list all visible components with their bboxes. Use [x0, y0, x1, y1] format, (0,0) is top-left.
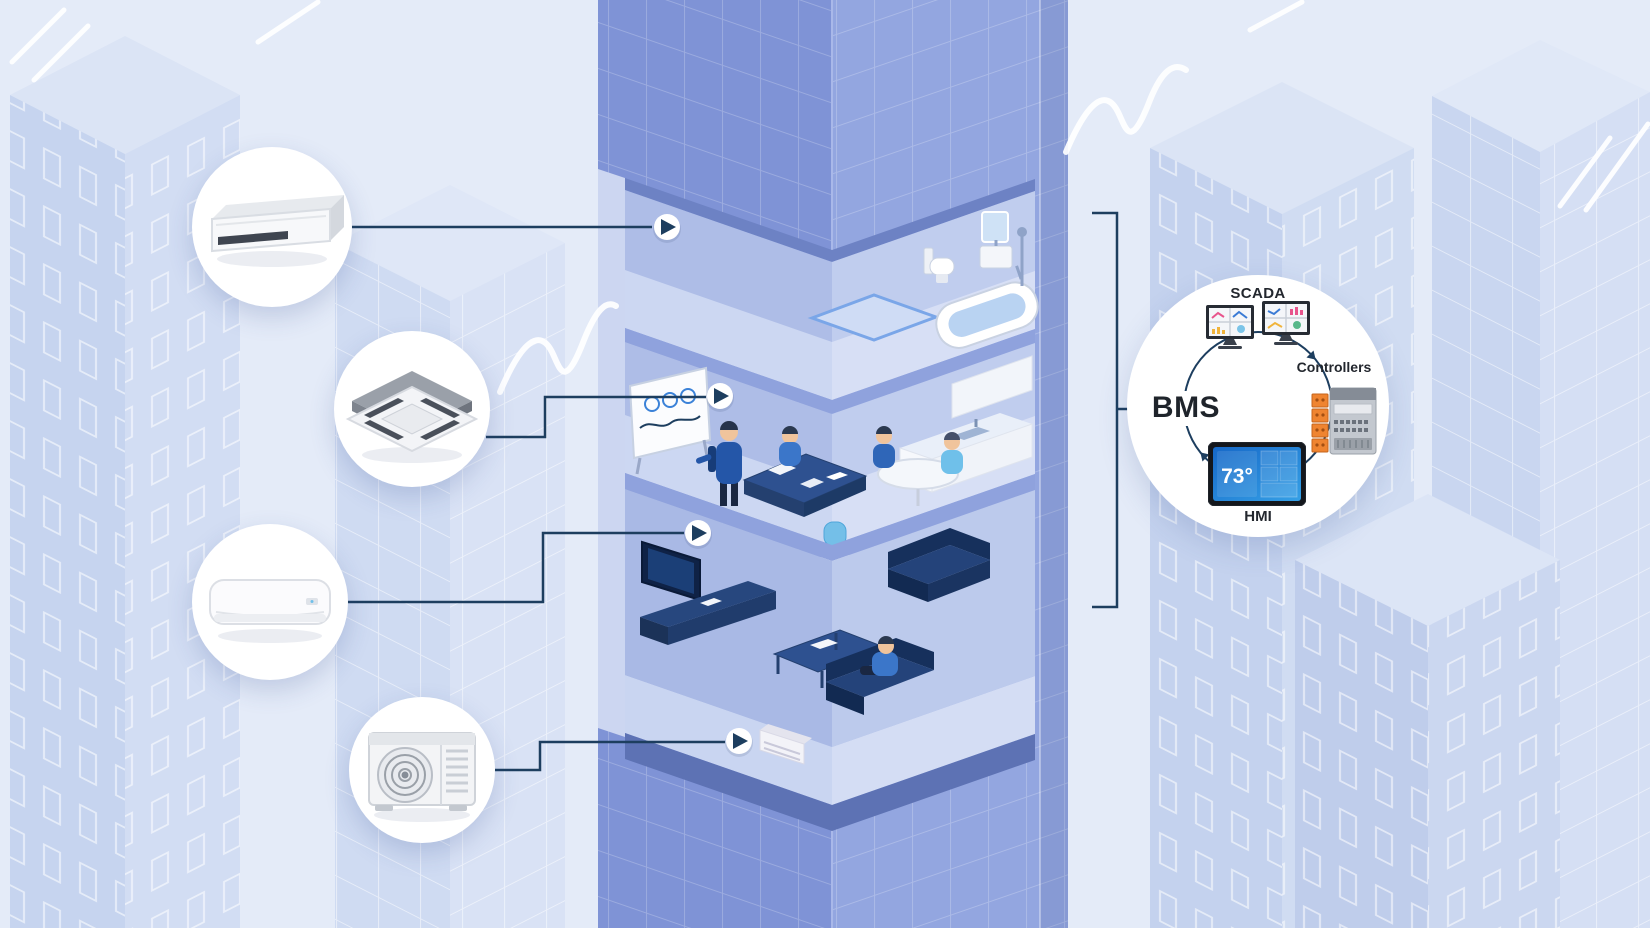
hmi-temp-readout: 73°: [1221, 465, 1253, 488]
callout-cassette-ac: [334, 331, 490, 487]
presentation-board: [628, 366, 712, 475]
callout-ducted-ac: [192, 147, 352, 307]
building-lower-right: [1295, 494, 1560, 928]
arrow-endpoint-4: [725, 728, 753, 757]
person-seated-meeting: [779, 426, 801, 466]
cassette-ac-unit-icon: [345, 371, 479, 463]
indoor-ac-unit: [759, 724, 812, 765]
wall-split-ac-unit-icon: [209, 579, 331, 643]
connector-line-cassette: [486, 395, 706, 439]
ducted-ac-unit-icon: [211, 195, 344, 267]
arrow-endpoint-3: [684, 520, 712, 549]
bms-bracket: [1092, 211, 1128, 609]
arrow-endpoint-1: [653, 214, 681, 243]
sofa-back: [888, 528, 990, 602]
connector-line-wall-split: [347, 531, 684, 604]
scada-monitors-icon: [1206, 301, 1310, 349]
sofa-front-with-person: [826, 636, 934, 715]
building-interior-cutaway: [598, 169, 1039, 831]
central-building: [598, 0, 1068, 928]
floor-bathroom: [625, 190, 1039, 400]
sink-and-mirror: [979, 211, 1013, 269]
controllers-label: Controllers: [1296, 359, 1372, 375]
building-left-tall: [10, 36, 240, 928]
wall-tv: [641, 540, 701, 602]
plc-controller-icon: [1311, 387, 1377, 455]
connector-lines: [345, 225, 725, 772]
arrow-endpoint-2: [706, 383, 734, 412]
connector-line-outdoor: [492, 740, 725, 772]
meeting-table: [742, 453, 868, 517]
callout-wall-split-ac: [192, 524, 348, 680]
bathtub: [935, 265, 1039, 349]
callout-outdoor-unit: [349, 697, 495, 843]
arrow-endpoints: [653, 214, 753, 757]
toilet: [923, 247, 955, 283]
hmi-label: HMI: [1244, 508, 1272, 525]
hmi-touch-panel-icon: 73°: [1208, 442, 1306, 506]
outdoor-condenser-unit-icon: [368, 732, 476, 822]
shower: [1017, 227, 1027, 286]
bms-title: BMS: [1143, 391, 1229, 426]
floor-living: [625, 489, 1035, 805]
round-table-group: [873, 426, 963, 506]
person-presenter: [696, 421, 742, 506]
bath-rug: [807, 293, 941, 342]
decorative-clouds: [9, 0, 1650, 395]
bms-panel: SCADA: [1127, 275, 1389, 537]
tv-console: [640, 581, 776, 645]
scada-label: SCADA: [1230, 285, 1286, 302]
